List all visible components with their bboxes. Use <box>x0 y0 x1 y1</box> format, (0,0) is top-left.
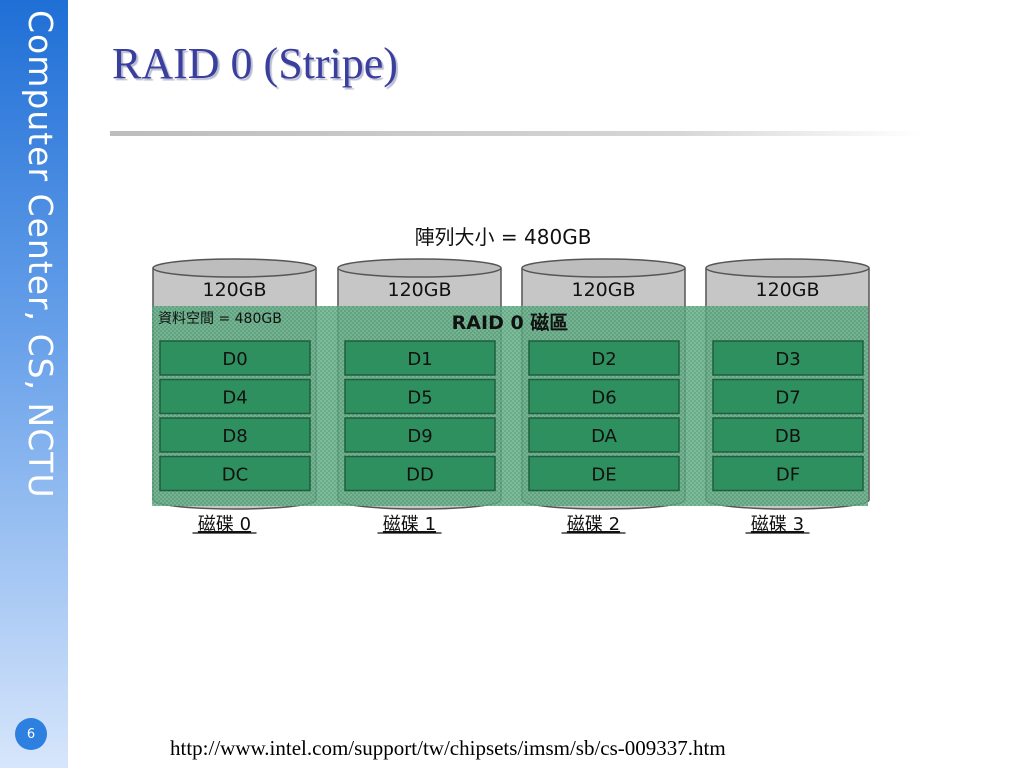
disk-top <box>521 258 686 278</box>
data-block-label: D4 <box>222 388 247 409</box>
data-space-label: 資料空間 = 480GB <box>158 311 282 327</box>
data-block: DB <box>712 417 864 453</box>
data-block-rect <box>344 455 496 492</box>
disk-capacity-label: 120GB <box>571 279 635 301</box>
data-block-label: D2 <box>591 349 616 370</box>
raid-volume-label: RAID 0 磁區 <box>452 311 569 334</box>
data-block-label: D5 <box>407 388 432 409</box>
data-block-label: D8 <box>222 426 247 447</box>
disk-name-label: 磁碟 1 <box>383 514 436 535</box>
data-block-rect <box>344 417 496 453</box>
data-block-label: D7 <box>775 388 800 409</box>
data-block-label: D6 <box>591 388 616 409</box>
sidebar-label: Computer Center, CS, NCTU <box>21 10 60 499</box>
data-block: DC <box>159 455 311 492</box>
data-block: D6 <box>528 378 680 415</box>
data-block-label: DD <box>406 465 434 486</box>
data-block-label: D1 <box>407 349 432 370</box>
source-url: http://www.intel.com/support/tw/chipsets… <box>170 736 726 760</box>
array-size-label: 陣列大小 = 480GB <box>415 225 592 249</box>
disk-top <box>337 258 502 278</box>
data-block: D0 <box>159 340 311 376</box>
data-block-rect <box>159 378 311 415</box>
data-block: DD <box>344 455 496 492</box>
data-block: D4 <box>159 378 311 415</box>
title-divider <box>110 131 920 136</box>
data-block: D3 <box>712 340 864 376</box>
data-block-label: D3 <box>775 349 800 370</box>
data-block-rect <box>712 378 864 415</box>
data-block-rect <box>344 340 496 376</box>
data-block-rect <box>528 455 680 492</box>
data-block-label: DB <box>775 426 801 447</box>
data-block: D2 <box>528 340 680 376</box>
data-block-label: D0 <box>222 349 247 370</box>
data-block: D7 <box>712 378 864 415</box>
data-block-label: DE <box>591 465 616 486</box>
data-block-rect <box>712 417 864 453</box>
data-block: DA <box>528 417 680 453</box>
data-block-rect <box>712 340 864 376</box>
data-block-rect <box>528 340 680 376</box>
data-block-label: DC <box>222 465 248 486</box>
page-number-badge: 6 <box>15 718 47 750</box>
data-block: D9 <box>344 417 496 453</box>
data-block: D1 <box>344 340 496 376</box>
disk-name-label: 磁碟 0 <box>198 514 251 535</box>
disk-capacity-label: 120GB <box>755 279 819 301</box>
disk-capacity-label: 120GB <box>387 279 451 301</box>
data-block: D5 <box>344 378 496 415</box>
data-block-rect <box>712 455 864 492</box>
data-block-label: DA <box>591 426 618 447</box>
data-block-rect <box>159 417 311 453</box>
data-block-rect <box>159 340 311 376</box>
disk-name-label: 磁碟 3 <box>751 514 804 535</box>
data-block: DF <box>712 455 864 492</box>
data-block-rect <box>159 455 311 492</box>
data-block: DE <box>528 455 680 492</box>
disk-top <box>152 258 317 278</box>
disk-top <box>705 258 870 278</box>
data-block: D8 <box>159 417 311 453</box>
slide-title: RAID 0 (Stripe) <box>112 39 398 88</box>
data-block-rect <box>344 378 496 415</box>
disk-name-label: 磁碟 2 <box>567 514 620 535</box>
data-block-rect <box>528 417 680 453</box>
data-block-label: DF <box>776 465 800 486</box>
data-block-rect <box>528 378 680 415</box>
data-block-label: D9 <box>407 426 432 447</box>
sidebar-band: Computer Center, CS, NCTU 6 <box>0 0 68 768</box>
disk-capacity-label: 120GB <box>202 279 266 301</box>
